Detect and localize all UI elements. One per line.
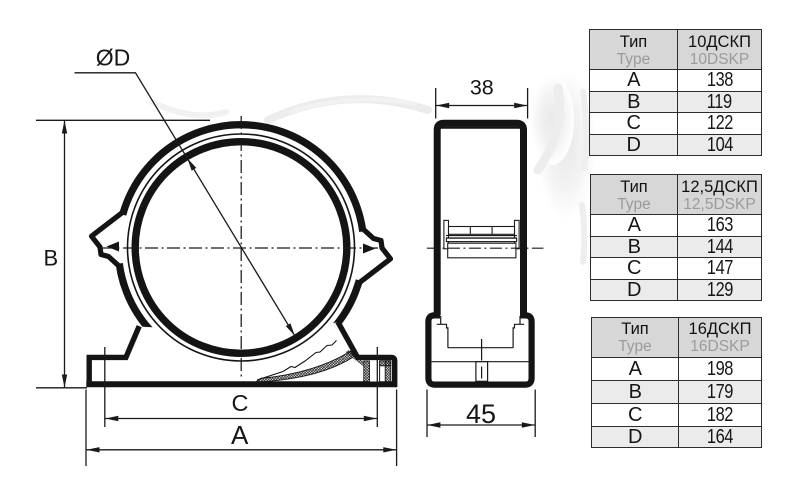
svg-text:38: 38 bbox=[470, 76, 494, 100]
svg-text:B: B bbox=[43, 246, 58, 271]
svg-text:45: 45 bbox=[466, 399, 496, 429]
svg-text:ØD: ØD bbox=[96, 45, 131, 71]
svg-text:A: A bbox=[231, 420, 249, 450]
svg-text:C: C bbox=[232, 390, 249, 416]
